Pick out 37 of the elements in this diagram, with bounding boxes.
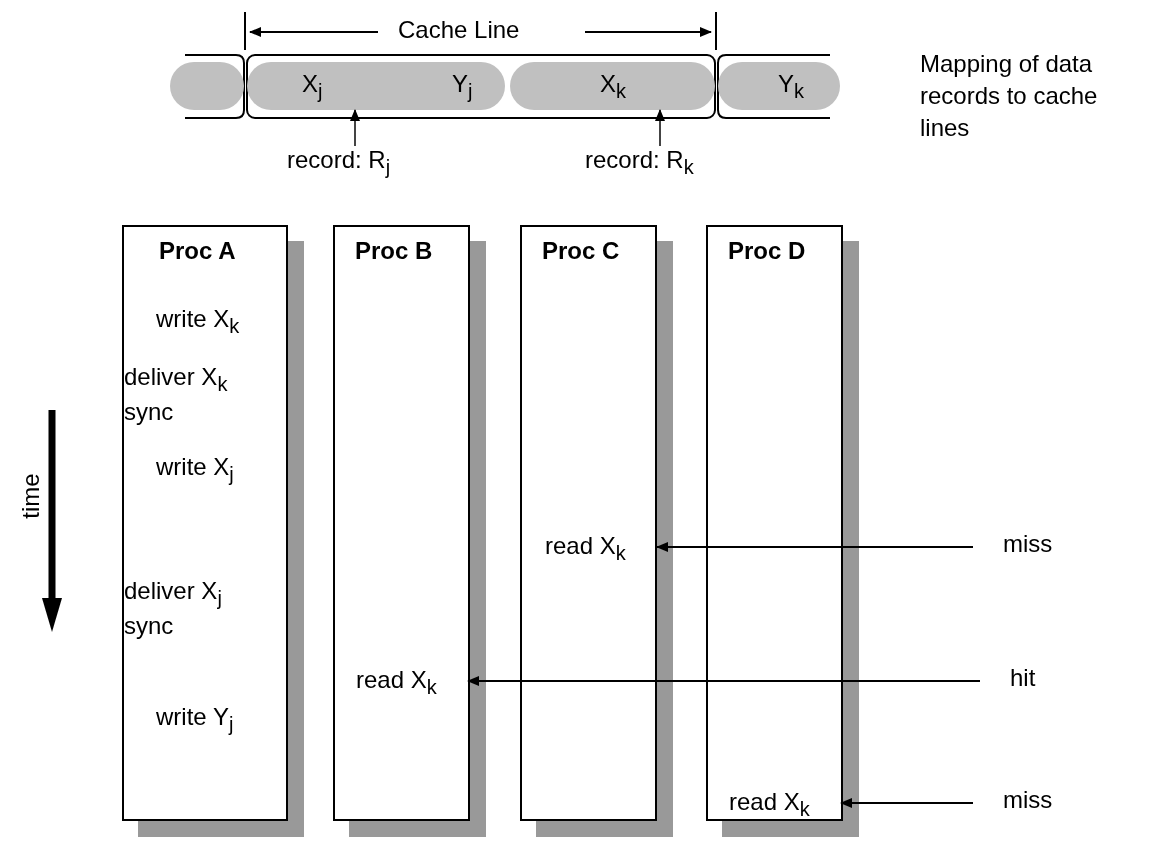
processor-column — [706, 225, 843, 821]
column-heading: Proc B — [355, 237, 433, 265]
leader-arrow — [655, 109, 665, 147]
operation-text: write Y$_{j}$ — [156, 703, 235, 737]
operation-text: write X$_{j}$ — [156, 453, 235, 487]
column-heading: Proc D — [728, 237, 806, 265]
record-bar — [247, 62, 505, 110]
operation-text: deliver X$_{j}$ sync — [124, 577, 223, 640]
operation-text: write X$_{k}$ — [156, 305, 241, 339]
field-label: X$_{k}$ — [600, 70, 626, 104]
operation-text: read X$_{k}$ — [545, 532, 655, 566]
record-bar — [718, 62, 840, 110]
column-heading: Proc A — [159, 237, 236, 265]
axis-label: time — [15, 473, 45, 519]
arrow — [840, 798, 974, 808]
cache-result-text: miss — [1003, 530, 1053, 564]
leader-arrow — [350, 109, 360, 147]
dimension-label: Cache Line — [398, 15, 520, 45]
record-bar — [510, 62, 715, 110]
arrow — [467, 676, 981, 686]
operation-text: read X$_{k}$ — [729, 788, 839, 822]
field-label: Y$_{j}$ — [452, 70, 473, 104]
note-text: Mapping of data records to cache lines — [920, 49, 1099, 143]
field-label: Y$_{k}$ — [778, 70, 804, 104]
processor-column — [520, 225, 657, 821]
operation-text: deliver X$_{k}$ sync — [124, 363, 229, 426]
record-label: record: R$_{j}$ — [287, 146, 427, 180]
cache-result-text: miss — [1003, 786, 1053, 820]
processor-column — [122, 225, 288, 821]
processor-column — [333, 225, 470, 821]
arrow — [656, 542, 974, 552]
cache-result-text: hit — [1010, 664, 1046, 698]
record-label: record: R$_{k}$ — [585, 146, 735, 180]
field-label: X$_{j}$ — [302, 70, 323, 104]
record-bar — [170, 62, 244, 110]
column-heading: Proc C — [542, 237, 620, 265]
operation-text: read X$_{k}$ — [356, 666, 466, 700]
